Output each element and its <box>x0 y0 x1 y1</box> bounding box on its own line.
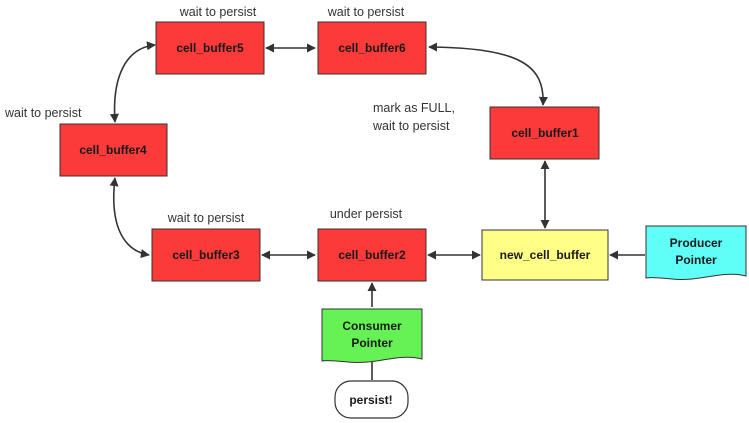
connector-buffer5-buffer4 <box>109 41 156 123</box>
note-above-buffer3: wait to persist <box>167 211 245 225</box>
producer-pointer-line2: Pointer <box>675 253 717 267</box>
node-cell-buffer1: cell_buffer1 <box>489 106 600 160</box>
note-full-line2: wait to persist <box>372 119 450 133</box>
consumer-pointer-line2: Pointer <box>351 336 393 350</box>
cell-buffer2-label: cell_buffer2 <box>338 248 406 262</box>
node-cell-buffer6: cell_buffer6 <box>317 21 427 75</box>
connector-buffer4-buffer3 <box>109 177 150 259</box>
node-cell-buffer5: cell_buffer5 <box>155 21 265 75</box>
node-new-cell-buffer: new_cell_buffer <box>481 229 609 281</box>
new-cell-buffer-label: new_cell_buffer <box>500 248 591 262</box>
consumer-pointer-line1: Consumer <box>342 319 402 333</box>
cell-buffer1-label: cell_buffer1 <box>511 126 579 140</box>
node-cell-buffer2: cell_buffer2 <box>317 228 427 282</box>
cell-buffer6-label: cell_buffer6 <box>338 41 406 55</box>
note-above-buffer5: wait to persist <box>179 5 257 19</box>
connector-buffer6-buffer1 <box>428 42 548 106</box>
node-producer-pointer: Producer Pointer <box>645 225 747 280</box>
note-above-buffer2: under persist <box>330 207 403 221</box>
cell-buffer5-label: cell_buffer5 <box>176 41 244 55</box>
producer-pointer-line1: Producer <box>670 236 723 250</box>
persist-label: persist! <box>349 393 392 407</box>
cell-buffer4-label: cell_buffer4 <box>79 143 147 157</box>
node-persist: persist! <box>334 380 409 419</box>
note-full-line1: mark as FULL, <box>373 101 455 115</box>
node-cell-buffer3: cell_buffer3 <box>151 228 261 282</box>
node-cell-buffer4: cell_buffer4 <box>59 123 168 177</box>
node-consumer-pointer: Consumer Pointer <box>321 308 423 363</box>
note-above-buffer6: wait to persist <box>327 5 405 19</box>
note-left-of-buffer4: wait to persist <box>4 106 82 120</box>
connectors <box>109 41 645 380</box>
cell-buffer3-label: cell_buffer3 <box>172 248 240 262</box>
